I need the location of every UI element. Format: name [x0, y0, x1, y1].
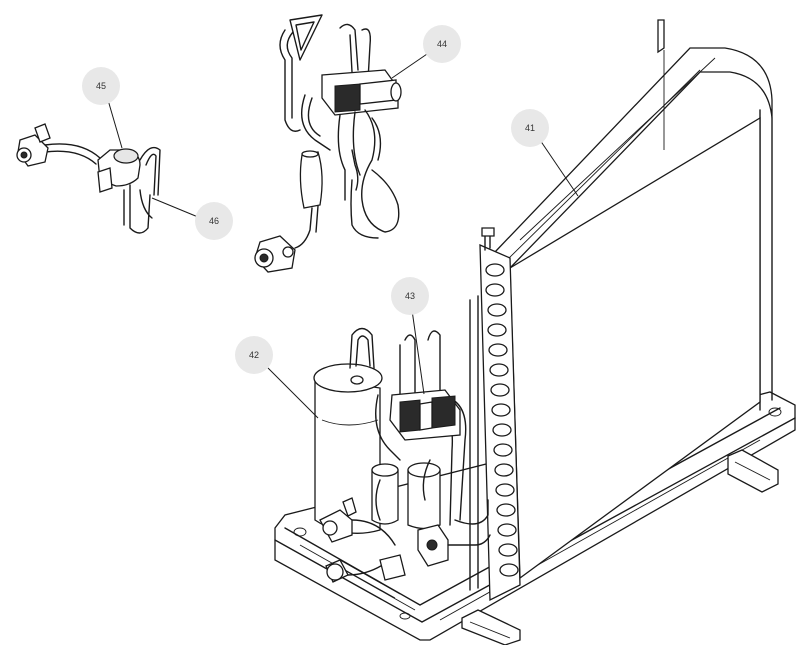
- callout-41-label: 41: [525, 123, 535, 133]
- callout-44: 44: [391, 25, 461, 79]
- service-valves: [319, 497, 491, 583]
- callout-43-label: 43: [405, 291, 415, 301]
- callout-45: 45: [82, 67, 123, 149]
- tube-bends: [485, 263, 519, 577]
- callout-41: 41: [511, 109, 579, 197]
- callout-43: 43: [391, 277, 429, 395]
- callout-44-label: 44: [437, 39, 447, 49]
- callout-45-label: 45: [96, 81, 106, 91]
- reversing-valve-part: [254, 14, 402, 273]
- condenser-coil: [469, 19, 773, 602]
- callout-46-label: 46: [209, 216, 219, 226]
- reversing-valve-assembly: [375, 330, 489, 526]
- callout-46: 46: [151, 197, 233, 240]
- callout-42: 42: [235, 336, 319, 419]
- expansion-valve-part: [16, 123, 161, 234]
- callout-42-label: 42: [249, 350, 259, 360]
